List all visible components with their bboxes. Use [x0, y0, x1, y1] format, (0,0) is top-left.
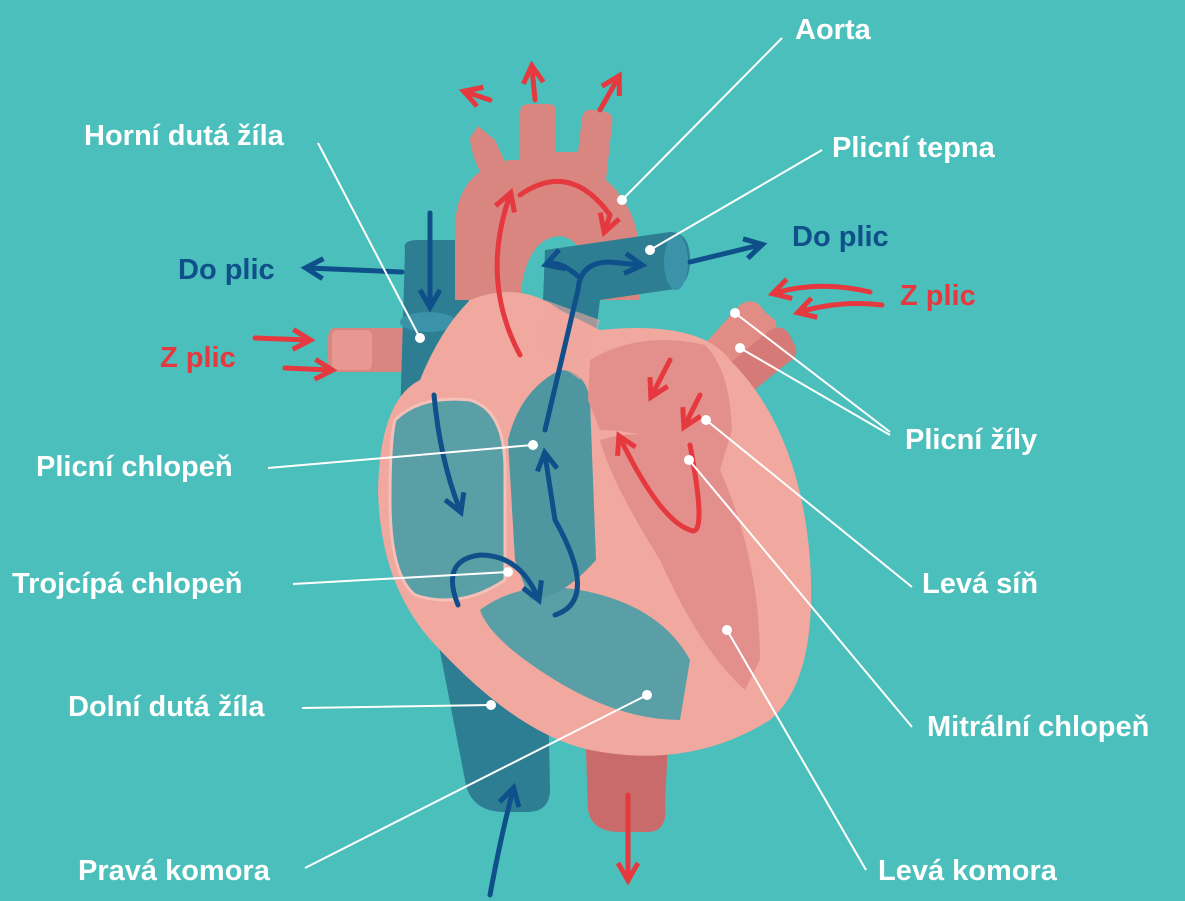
label-do-plic-left: Do plic: [178, 256, 275, 285]
right-atrium: [390, 399, 505, 600]
label-leva-komora: Levá komora: [878, 857, 1057, 886]
label-z-plic-right: Z plic: [900, 282, 976, 311]
label-plicni-zily: Plicní žíly: [905, 426, 1037, 455]
label-aorta: Aorta: [795, 16, 871, 45]
flow-from-lungs-left-2: [285, 368, 330, 370]
label-trojcipa-chlopen: Trojcípá chlopeň: [12, 570, 242, 599]
label-plicni-tepna: Plicní tepna: [832, 134, 995, 163]
label-dolni-duta-zila: Dolní dutá žíla: [68, 693, 265, 722]
flow-from-lungs-left-1: [255, 338, 308, 340]
label-plicni-chlopen: Plicní chlopeň: [36, 453, 233, 482]
flow-to-lungs-left: [308, 268, 402, 272]
flow-from-lungs-right-2: [800, 304, 882, 312]
label-mitralni-chlopen: Mitrální chlopeň: [927, 713, 1149, 742]
label-prava-komora: Pravá komora: [78, 857, 270, 886]
flow-branch-mid: [532, 68, 535, 100]
flow-branch-left: [466, 92, 490, 100]
label-horni-duta-zila: Horní dutá žíla: [84, 122, 284, 151]
flow-to-lungs-right: [690, 245, 760, 262]
flow-branch-right: [600, 78, 618, 110]
label-leva-sin: Levá síň: [922, 570, 1038, 599]
label-z-plic-left: Z plic: [160, 344, 236, 373]
flow-from-lungs-right-1: [775, 286, 870, 293]
label-do-plic-right: Do plic: [792, 223, 889, 252]
